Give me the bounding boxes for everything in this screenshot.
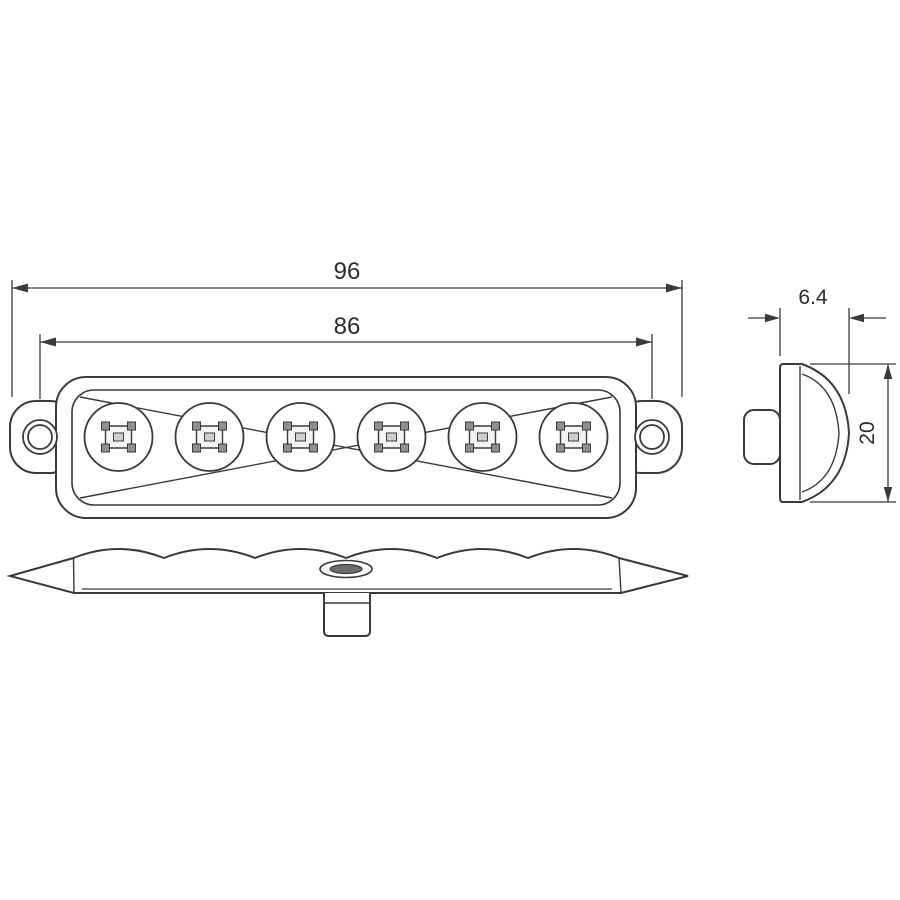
side-view-bracket — [743, 409, 781, 465]
dim-label-body-height: 20 — [856, 421, 879, 444]
led-5 — [447, 402, 518, 472]
led-1 — [83, 402, 154, 472]
right-mounting-hole — [634, 419, 670, 455]
front-view — [9, 376, 683, 519]
left-mounting-hole — [22, 419, 58, 455]
arrowhead-right — [666, 283, 682, 293]
dimension-overall-width — [11, 280, 683, 397]
dimension-hole-spacing — [39, 334, 653, 399]
bottom-view-left-fold — [72, 557, 75, 594]
center-grommet — [319, 559, 373, 579]
dim-label-overall-width: 96 — [334, 258, 361, 285]
arrowhead-top — [883, 364, 893, 379]
arrowhead-right — [636, 337, 652, 347]
lens-x-pattern — [79, 396, 613, 499]
led-4 — [356, 402, 427, 472]
arrowhead-right — [849, 313, 864, 323]
dim-label-hole-spacing: 86 — [334, 313, 361, 340]
bottom-view-right-fold — [618, 557, 622, 594]
arrowhead-left — [40, 337, 56, 347]
dimension-body-height — [810, 363, 896, 503]
side-view — [743, 363, 851, 503]
dim-label-lens-depth: 6.4 — [798, 286, 828, 309]
cable-stub — [323, 593, 371, 637]
arrowhead-left — [765, 313, 780, 323]
bottom-view — [6, 548, 689, 637]
led-3 — [265, 402, 336, 472]
side-view-lens-profile — [779, 363, 851, 503]
side-view-inner-curve — [801, 373, 840, 493]
arrowhead-left — [12, 283, 28, 293]
led-2 — [174, 402, 245, 472]
led-6 — [538, 402, 609, 472]
dimension-lens-depth — [748, 308, 886, 394]
arrowhead-bottom — [883, 487, 893, 502]
